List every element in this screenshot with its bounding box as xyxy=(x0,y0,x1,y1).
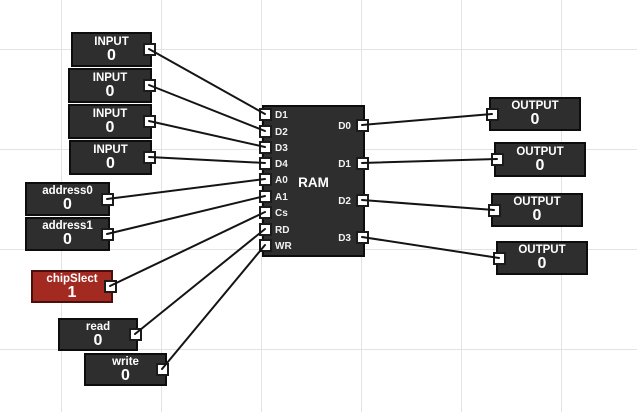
address0-node-port[interactable] xyxy=(101,193,114,206)
wire[interactable] xyxy=(106,195,266,235)
wire[interactable] xyxy=(148,156,266,164)
ram-pin-label-left: WR xyxy=(275,241,292,252)
wire[interactable] xyxy=(109,211,266,287)
ram-pin-d4-port[interactable] xyxy=(259,157,272,170)
ram-pin-a1-port[interactable] xyxy=(259,190,272,203)
ram-pin-d3-port[interactable] xyxy=(259,141,272,154)
node-value: 0 xyxy=(63,231,72,248)
node-label: OUTPUT xyxy=(513,196,561,208)
node-label: INPUT xyxy=(93,143,128,156)
ram-out-d1-port[interactable] xyxy=(356,157,369,170)
ram-pin-label-left: D4 xyxy=(275,159,288,170)
node-label: INPUT xyxy=(92,71,128,84)
node-label: address0 xyxy=(42,185,93,197)
wire[interactable] xyxy=(361,158,498,164)
input-node-3-port[interactable] xyxy=(143,115,156,128)
ram-pin-label-right: D1 xyxy=(338,159,351,170)
wire[interactable] xyxy=(148,84,266,132)
node-label: chipSlect xyxy=(46,272,98,285)
wire[interactable] xyxy=(134,228,266,335)
input-node-1-port[interactable] xyxy=(143,43,156,56)
output-node-3-port[interactable] xyxy=(488,204,501,217)
node-value: 0 xyxy=(537,255,547,272)
ram-pin-label-left: D1 xyxy=(275,110,288,121)
node-value: 1 xyxy=(67,283,77,301)
output-node-2-port[interactable] xyxy=(491,153,504,166)
ram-pin-label-left: A1 xyxy=(275,192,288,203)
wire[interactable] xyxy=(361,199,495,211)
ram-pin-d2-port[interactable] xyxy=(259,125,272,138)
ram-pin-d1-port[interactable] xyxy=(259,108,272,121)
ram-pin-label-right: D2 xyxy=(338,196,351,207)
node-value: 0 xyxy=(535,156,545,174)
read-node-port[interactable] xyxy=(129,328,142,341)
node-label: OUTPUT xyxy=(518,244,566,256)
ram-pin-label-left: D3 xyxy=(275,143,288,154)
ram-chip-label: RAM xyxy=(298,175,329,190)
node-value: 0 xyxy=(530,111,540,128)
chipslect-node-port[interactable] xyxy=(104,280,117,293)
ram-pin-label-left: A0 xyxy=(275,175,288,186)
ram-out-d2-port[interactable] xyxy=(356,194,369,207)
node-value: 0 xyxy=(63,196,72,213)
write-node-port[interactable] xyxy=(156,363,169,376)
wire[interactable] xyxy=(361,113,493,126)
address1-node-port[interactable] xyxy=(101,228,114,241)
ram-pin-label-right: D0 xyxy=(338,121,351,132)
node-value: 0 xyxy=(121,366,130,384)
node-value: 0 xyxy=(93,331,103,349)
ram-pin-a0-port[interactable] xyxy=(259,173,272,186)
wire[interactable] xyxy=(148,120,266,148)
node-value: 0 xyxy=(532,207,542,224)
node-value: 0 xyxy=(105,118,115,136)
wire[interactable] xyxy=(148,48,266,115)
node-label: OUTPUT xyxy=(516,145,564,158)
node-label: INPUT xyxy=(92,107,128,120)
ram-pin-label-left: D2 xyxy=(275,127,288,138)
ram-pin-wr-port[interactable] xyxy=(259,239,272,252)
node-label: INPUT xyxy=(94,35,129,48)
wire[interactable] xyxy=(161,244,266,370)
node-label: OUTPUT xyxy=(511,100,559,112)
ram-pin-label-left: RD xyxy=(275,225,290,236)
node-value: 0 xyxy=(107,46,116,64)
node-value: 0 xyxy=(105,82,115,100)
ram-pin-label-left: Cs xyxy=(275,208,288,219)
input-node-4-port[interactable] xyxy=(143,151,156,164)
ram-pin-rd-port[interactable] xyxy=(259,223,272,236)
node-value: 0 xyxy=(106,154,115,172)
output-node-1-port[interactable] xyxy=(486,108,499,121)
input-node-2-port[interactable] xyxy=(143,79,156,92)
node-label: address1 xyxy=(42,220,93,232)
output-node-4-port[interactable] xyxy=(493,252,506,265)
node-label: write xyxy=(112,355,139,368)
ram-out-d3-port[interactable] xyxy=(356,231,369,244)
ram-out-d0-port[interactable] xyxy=(356,119,369,132)
node-label: read xyxy=(85,320,111,333)
ram-pin-label-right: D3 xyxy=(338,233,351,244)
wire[interactable] xyxy=(106,178,266,200)
ram-pin-cs-port[interactable] xyxy=(259,206,272,219)
wire[interactable] xyxy=(361,236,500,259)
